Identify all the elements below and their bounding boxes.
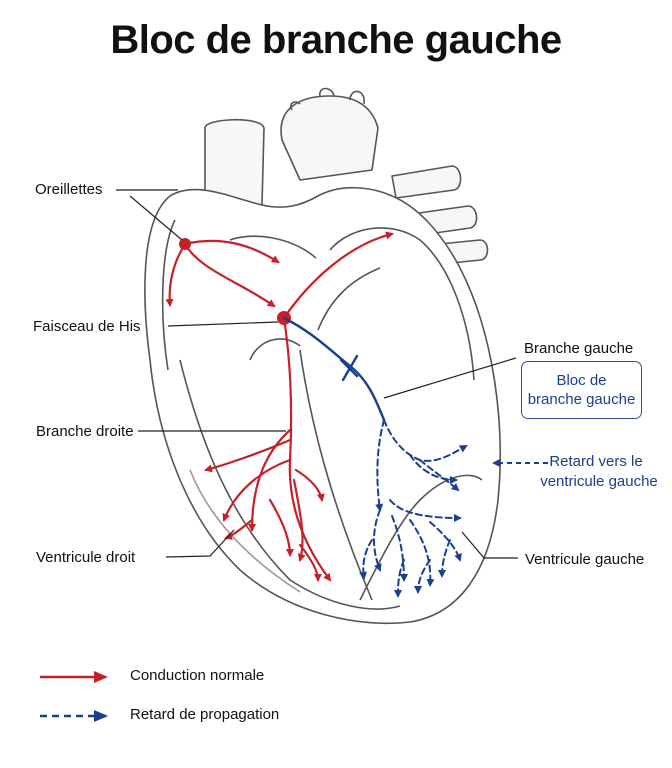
label-faisceau-de-his: Faisceau de His xyxy=(33,318,141,335)
label-retard-line1: Retard vers le xyxy=(549,453,642,470)
pulmonary-vein-upper xyxy=(391,165,462,199)
block-cross-mark xyxy=(339,354,359,382)
normal-conduction-paths xyxy=(165,231,394,582)
sinus-node xyxy=(179,238,191,250)
aorta xyxy=(280,95,379,181)
diagram-title: Bloc de branche gauche xyxy=(110,18,562,62)
heart-body xyxy=(144,186,502,625)
legend-delay-label: Retard de propagation xyxy=(130,706,280,723)
label-retard-line2: ventricule gauche xyxy=(540,473,658,490)
label-ventricule-gauche: Ventricule gauche xyxy=(525,551,644,568)
label-branche-gauche: Branche gauche xyxy=(524,340,633,357)
callout-box-bloc-de-branche-gauche: Bloc de branche gauche xyxy=(521,361,642,419)
legend-normal-label: Conduction normale xyxy=(130,667,265,684)
vena-cava xyxy=(204,118,265,211)
label-oreillettes: Oreillettes xyxy=(35,181,103,198)
callout-line1: Bloc de xyxy=(556,372,607,389)
label-branche-droite: Branche droite xyxy=(36,423,134,440)
callout-line2: branche gauche xyxy=(527,391,636,408)
label-ventricule-droit: Ventricule droit xyxy=(36,549,136,566)
heart-outline xyxy=(144,87,502,625)
leader-lines xyxy=(116,189,518,559)
